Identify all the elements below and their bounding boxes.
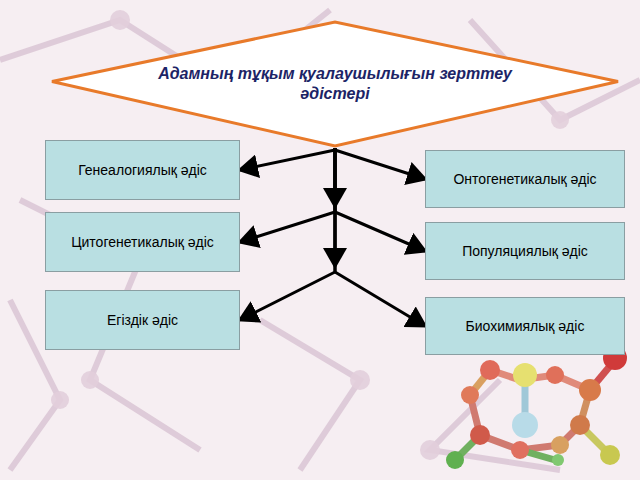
method-box: Генеалогиялық әдіс [45,140,240,200]
branch-arrow [240,148,335,170]
method-box: Биохимиялық әдіс [425,297,625,355]
branch-arrow [240,148,335,242]
title-text: Адамның тұқым қуалаушылығын зерттеу әдіс… [155,64,515,104]
method-box: Популяциялық әдіс [425,222,625,280]
method-box: Егіздік әдіс [45,290,240,350]
branch-arrow [335,148,425,326]
method-label: Цитогенетикалық әдіс [71,234,214,250]
method-label: Генеалогиялық әдіс [78,162,207,178]
diamond-outline [50,20,620,148]
branch-arrow [335,148,425,179]
branch-arrow [335,148,425,251]
method-label: Популяциялық әдіс [462,243,588,259]
method-box: Онтогенетикалық әдіс [425,150,625,208]
method-label: Онтогенетикалық әдіс [453,171,596,187]
branch-arrow [240,148,335,320]
method-box: Цитогенетикалық әдіс [45,212,240,272]
title-diamond: Адамның тұқым қуалаушылығын зерттеу әдіс… [50,20,620,148]
molecule-illustration [446,346,627,469]
method-label: Биохимиялық әдіс [466,318,585,334]
method-label: Егіздік әдіс [107,312,178,328]
